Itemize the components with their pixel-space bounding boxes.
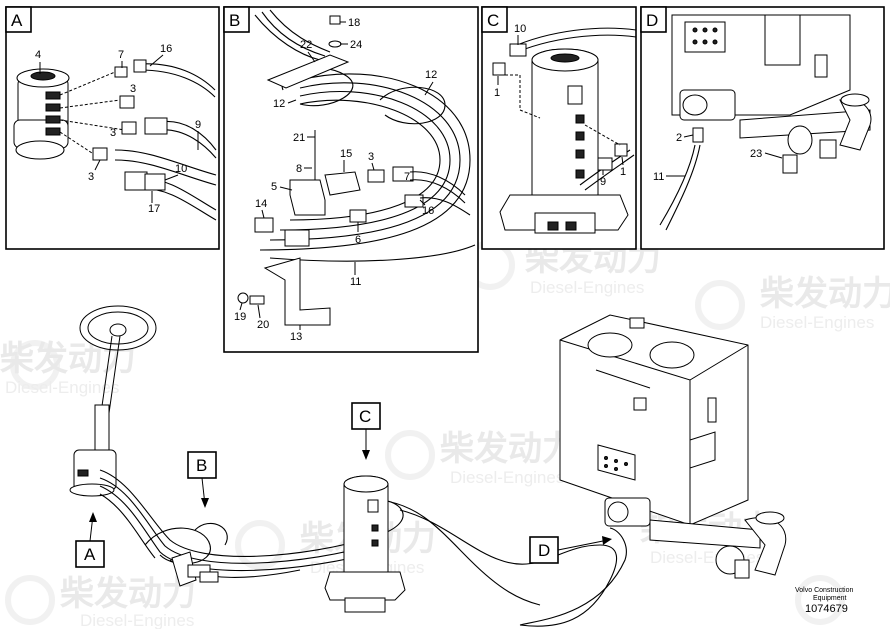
callout-label: 12	[425, 69, 437, 81]
marker-c-label: C	[359, 407, 371, 426]
callout-label: 5	[271, 181, 277, 193]
callout-label: 6	[355, 234, 361, 246]
part-number: 1074679	[805, 603, 848, 615]
panel-a-callouts: 4 7 16 3 3 9 3 10 17	[35, 43, 201, 215]
hydraulic-tank-detail-icon	[671, 14, 872, 159]
panel-a-tag	[5, 6, 32, 33]
swivel-joint-main-icon	[324, 475, 406, 613]
callout-label: 14	[255, 198, 267, 210]
watermark-cn: 柴发动力	[760, 274, 890, 314]
panel-b-callouts: 18 22 24 12 12 21 15 3 8 5 14 7 16 6	[234, 17, 437, 343]
hose-bracket-main-icon	[171, 551, 219, 587]
clamp-bracket-b	[237, 15, 471, 326]
hose-assembly-a	[59, 59, 217, 221]
panel-b-title: B	[229, 11, 240, 30]
marker-d: D	[529, 536, 612, 564]
watermark-en: Diesel-Engines	[530, 278, 644, 297]
company-name-line2: Equipment	[813, 595, 847, 602]
watermark-en: Diesel-Engines	[80, 611, 194, 629]
watermark-cn: 柴发动力	[440, 429, 576, 469]
callout-label: 18	[348, 17, 360, 29]
callout-label: 23	[750, 148, 762, 160]
callout-label: 12	[273, 98, 285, 110]
callout-label: 10	[175, 163, 187, 175]
marker-b-label: B	[196, 456, 207, 475]
callout-label: 16	[422, 205, 434, 217]
panel-b-tag	[223, 6, 250, 33]
steering-wheel-icon	[69, 305, 157, 497]
company-name-line1: Volvo Construction	[795, 587, 853, 594]
steering-unit-icon	[13, 68, 70, 160]
hydraulic-tank-icon	[559, 314, 787, 579]
marker-b: B	[187, 451, 217, 508]
callout-label: 8	[296, 163, 302, 175]
panel-a-title: A	[11, 11, 23, 30]
panel-c-callouts: 10 1 9 1	[494, 23, 626, 188]
callout-label: 13	[290, 331, 302, 343]
watermark-cn: 柴发动力	[60, 574, 196, 614]
watermark-en: Diesel-Engines	[760, 313, 874, 332]
callout-label: 3	[110, 127, 116, 139]
marker-a: A	[75, 512, 105, 568]
footer: Volvo Construction Equipment 1074679	[795, 587, 853, 615]
callout-label: 1	[494, 87, 500, 99]
main-hose-bundle	[99, 469, 627, 627]
callout-label: 11	[350, 276, 361, 288]
callout-label: 17	[148, 203, 160, 215]
main-assembly-view: B C A D	[69, 305, 787, 627]
callout-label: 10	[514, 23, 526, 35]
marker-c: C	[351, 402, 381, 460]
detail-panel-b: B	[223, 6, 479, 353]
callout-label: 3	[88, 171, 94, 183]
detail-panel-d: D 2 23	[640, 6, 885, 250]
marker-d-label: D	[538, 541, 550, 560]
callout-label: 7	[404, 171, 410, 183]
panel-d-callouts: 2 23 11	[653, 132, 783, 183]
callout-label: 19	[234, 311, 246, 323]
callout-label: 7	[118, 49, 124, 61]
callout-label: 1	[620, 166, 626, 178]
detail-panel-c: C 10	[481, 6, 637, 250]
callout-label: 20	[257, 319, 269, 331]
callout-label: 3	[368, 151, 374, 163]
callout-label: 4	[35, 49, 41, 61]
callout-label: 2	[676, 132, 682, 144]
callout-label: 15	[340, 148, 352, 160]
callout-label: 22	[300, 39, 312, 51]
watermark-en: Diesel-Engines	[5, 378, 119, 397]
detail-panel-a: A	[5, 6, 220, 250]
panel-c-title: C	[487, 11, 499, 30]
callout-label: 16	[160, 43, 172, 55]
marker-a-label: A	[84, 545, 96, 564]
panel-d-tag	[640, 6, 667, 33]
callout-label: 3	[130, 83, 136, 95]
watermark-en: Diesel-Engines	[450, 468, 564, 487]
callout-label: 21	[293, 132, 305, 144]
callout-label: 11	[653, 171, 664, 183]
callout-label: 24	[350, 39, 362, 51]
swivel-joint-icon	[499, 48, 629, 234]
panel-d-title: D	[646, 11, 658, 30]
panel-c-tag	[481, 6, 508, 33]
callout-label: 9	[195, 119, 201, 131]
callout-label: 9	[600, 176, 606, 188]
